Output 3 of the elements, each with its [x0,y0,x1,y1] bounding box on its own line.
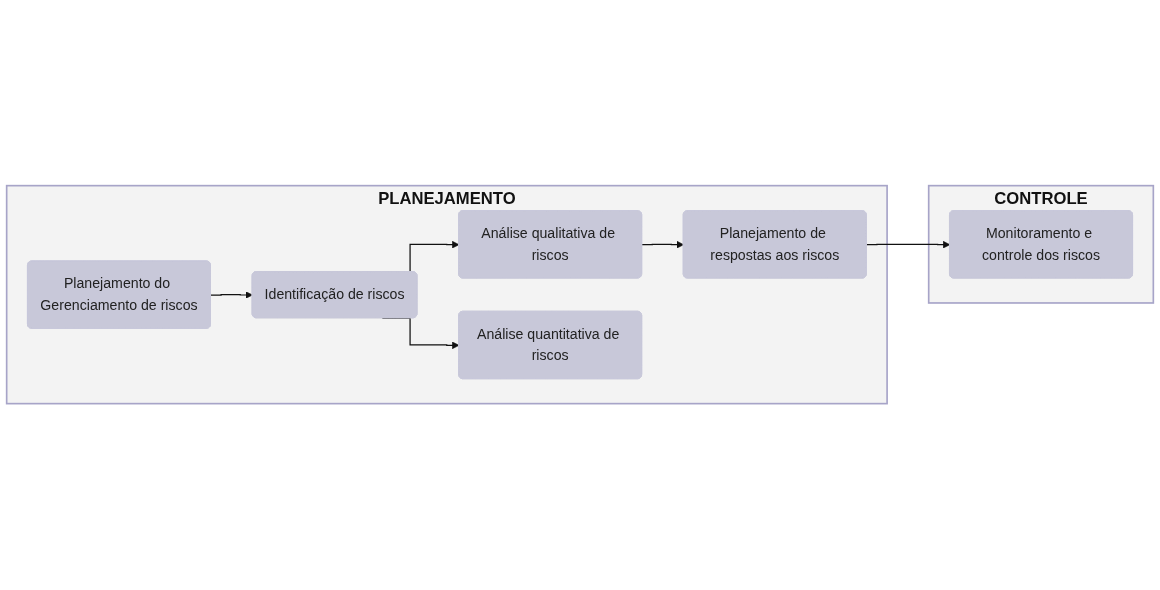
arrow [866,241,951,249]
arrow [210,291,253,299]
arrow [641,241,684,249]
